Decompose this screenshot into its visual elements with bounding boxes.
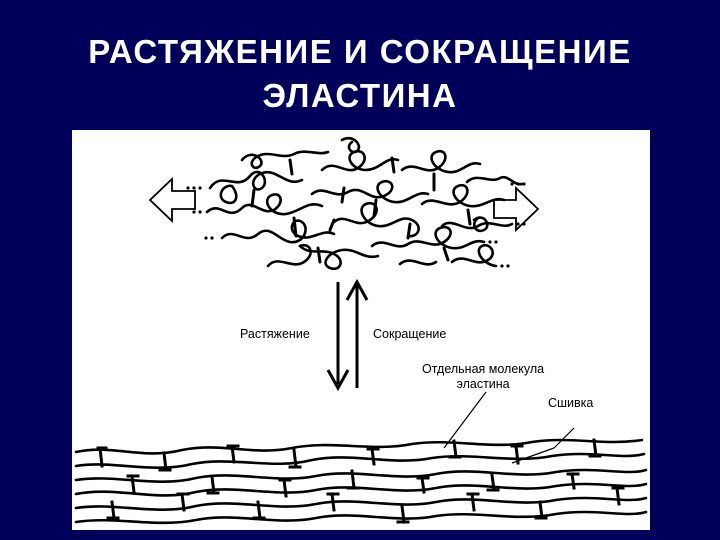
coiled-elastin-network	[205, 136, 524, 271]
down-arrow-icon	[326, 282, 350, 392]
label-molecule-line-2: эластина	[456, 377, 510, 391]
stretched-crosslinks	[96, 438, 625, 524]
slide-title: РАСТЯЖЕНИЕ И СОКРАЩЕНИЕ ЭЛАСТИНА	[0, 30, 720, 118]
label-molecule-line-1: Отдельная молекула	[422, 362, 545, 376]
up-arrow-icon	[345, 278, 369, 388]
crosslink-leader-line	[553, 427, 575, 449]
label-contract: Сокращение	[373, 327, 447, 341]
label-stretch: Растяжение	[240, 327, 310, 341]
title-line-1: РАСТЯЖЕНИЕ И СОКРАЩЕНИЕ	[88, 33, 632, 70]
hollow-left-arrow-icon	[148, 176, 196, 224]
chain-continuation-dots	[186, 182, 526, 268]
hollow-right-arrow-icon	[493, 185, 540, 233]
title-line-2: ЭЛАСТИНА	[262, 77, 458, 114]
label-crosslink: Сшивка	[548, 396, 594, 410]
stretched-elastin-fibers	[74, 438, 648, 525]
molecule-leader-line	[443, 391, 487, 449]
label-elastin-molecule: Отдельная молекула эластина	[422, 362, 544, 392]
diagram-panel: Растяжение Сокращение Отдельная молекула…	[72, 130, 650, 530]
coiled-crosslinks	[250, 156, 472, 264]
elastin-diagram	[74, 136, 648, 525]
